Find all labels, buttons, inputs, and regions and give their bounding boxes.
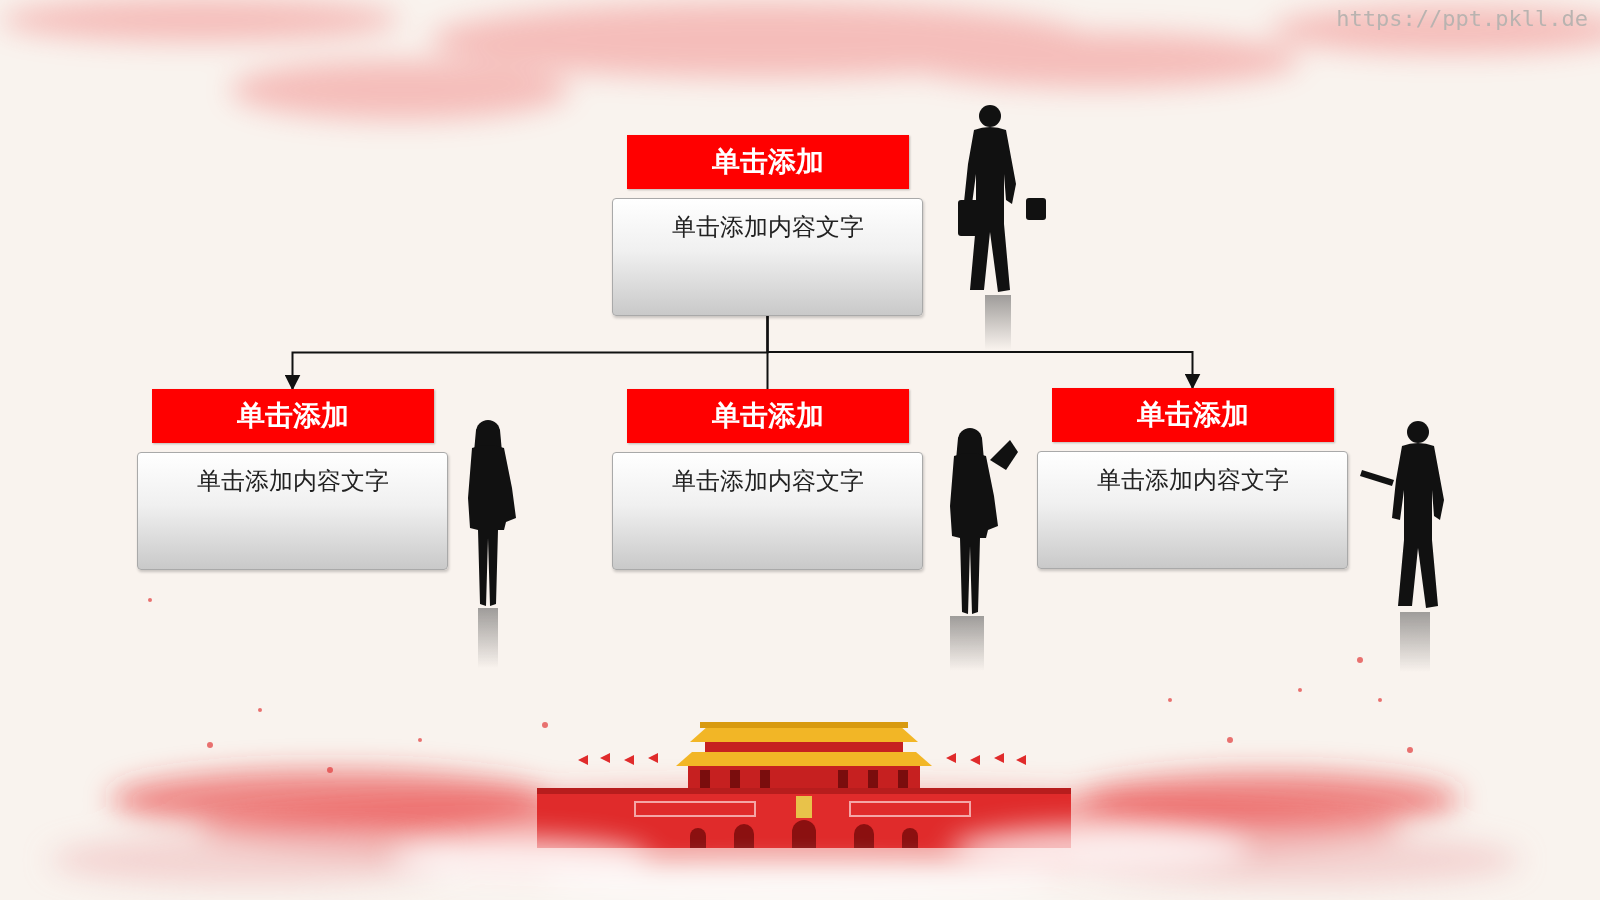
red-flags (970, 755, 980, 765)
tiananmen-gate (838, 770, 848, 788)
red-flags (648, 753, 658, 763)
reflection (950, 616, 984, 671)
businessman-silhouette (964, 105, 1016, 292)
tiananmen-gate (676, 752, 932, 766)
tiananmen-gate (635, 802, 755, 816)
white-mist (390, 826, 1250, 900)
tiananmen-gate (854, 824, 874, 848)
watercolor-cloud (1270, 6, 1600, 54)
woman-flowers-silhouette (950, 428, 1018, 614)
tiananmen-gate (690, 820, 918, 848)
tiananmen-gate (700, 770, 908, 788)
tiananmen-gate (690, 828, 706, 848)
red-flags (624, 755, 634, 765)
businessman-silhouette (958, 105, 1046, 292)
process-box: 单击添加单击添加内容文字 (137, 389, 448, 570)
red-dots (1378, 698, 1382, 702)
tiananmen-gate (868, 770, 878, 788)
businessman-silhouette (958, 200, 980, 236)
red-flags (600, 753, 610, 763)
reporter-silhouette (1360, 470, 1394, 486)
reflection (478, 608, 498, 668)
red-dots (148, 598, 152, 602)
red-dots (1168, 698, 1172, 702)
red-dots (1407, 747, 1413, 753)
white-mist (950, 826, 1250, 874)
woman-flowers-silhouette (950, 428, 998, 614)
watermark: https://ppt.pkll.de (1336, 6, 1588, 31)
process-box: 单击添加单击添加内容文字 (1037, 388, 1348, 569)
content-box: 单击添加内容文字 (1037, 451, 1348, 569)
process-box: 单击添加单击添加内容文字 (612, 135, 923, 316)
tiananmen-gate (700, 770, 710, 788)
walking-woman-silhouette (468, 420, 516, 606)
tiananmen-gate (700, 722, 908, 728)
process-box: 单击添加单击添加内容文字 (612, 389, 923, 570)
reflection (1400, 612, 1430, 672)
woman-flowers-silhouette (990, 440, 1018, 470)
tiananmen-gate (792, 820, 816, 848)
tiananmen-gate (898, 770, 908, 788)
reflection (985, 295, 1011, 350)
businessman-silhouette (1026, 198, 1046, 220)
heading-bar: 单击添加 (627, 135, 909, 189)
reporter-silhouette (1392, 421, 1444, 608)
tiananmen-gate (537, 722, 1071, 848)
red-dots (327, 767, 333, 773)
tiananmen-gate (734, 824, 754, 848)
reporter-silhouette (1360, 421, 1444, 608)
red-dots (148, 598, 1413, 773)
content-box: 单击添加内容文字 (137, 452, 448, 570)
watercolor-cloud (0, 0, 1600, 120)
tiananmen-gate (902, 828, 918, 848)
watercolor-cloud (900, 32, 1300, 88)
heading-bar: 单击添加 (152, 389, 434, 443)
red-dots (207, 742, 213, 748)
red-dots (1227, 737, 1233, 743)
red-dots (1357, 657, 1363, 663)
heading-bar: 单击添加 (1052, 388, 1334, 442)
heading-bar: 单击添加 (627, 389, 909, 443)
content-box: 单击添加内容文字 (612, 452, 923, 570)
tiananmen-gate (760, 770, 770, 788)
tiananmen-gate (537, 788, 1071, 794)
tiananmen-gate (688, 764, 920, 788)
content-box: 单击添加内容文字 (612, 198, 923, 316)
red-flags (1016, 755, 1026, 765)
walking-woman-silhouette (468, 420, 516, 606)
connector (293, 316, 768, 389)
watercolor-cloud (0, 0, 400, 42)
tiananmen-gate (796, 796, 812, 818)
tiananmen-gate (690, 726, 918, 742)
connector (768, 316, 1193, 388)
red-dots (1298, 688, 1302, 692)
red-flags (578, 753, 1026, 765)
white-mist (540, 867, 1060, 900)
red-dots (542, 722, 548, 728)
tiananmen-gate (730, 770, 740, 788)
red-flags (946, 753, 956, 763)
red-dots (418, 738, 422, 742)
watercolor-cloud (230, 60, 570, 120)
red-dots (258, 708, 262, 712)
red-flags (994, 753, 1004, 763)
tiananmen-gate (850, 802, 970, 816)
red-flags (578, 755, 588, 765)
